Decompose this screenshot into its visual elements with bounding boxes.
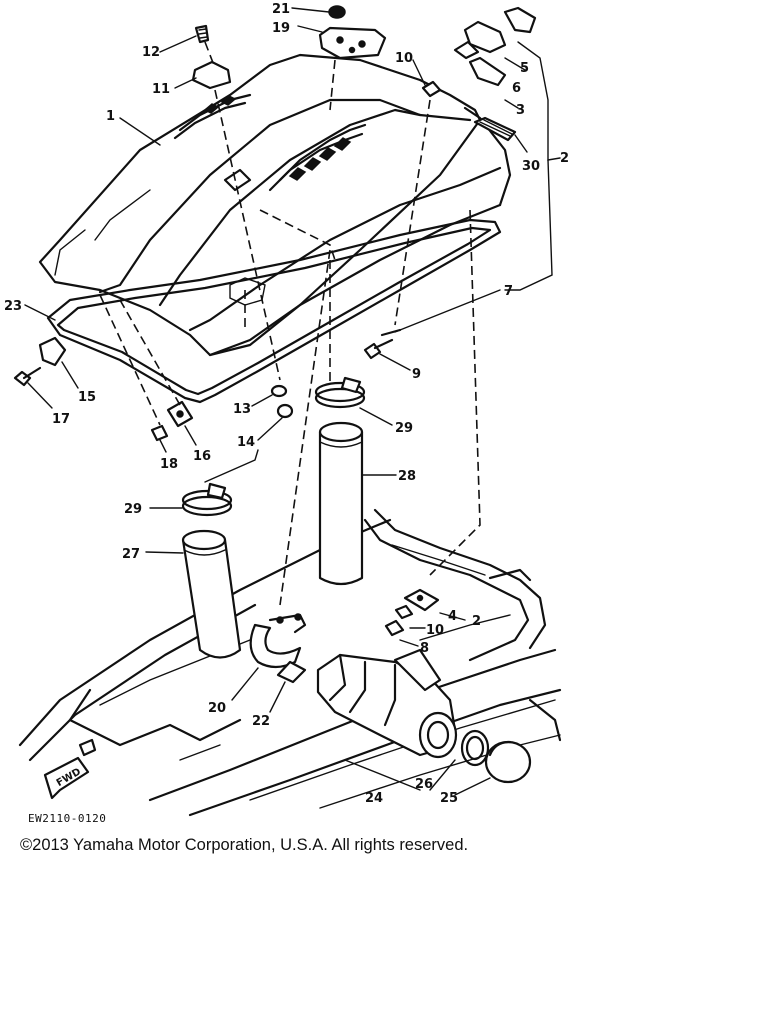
callout-24: 24 [365,791,383,806]
fwd-arrow: FWD [43,738,97,800]
duct-28 [318,421,364,586]
callout-6: 6 [512,81,521,96]
callout-15: 15 [78,390,96,405]
nut-10 [421,80,442,98]
leader-lines [24,7,561,796]
callout-12: 12 [142,45,160,60]
cap-25 [484,740,532,784]
engine-cover [38,53,512,357]
callout-2b: 2 [472,614,481,629]
exploded-view-drawing: FWD [4,2,569,825]
callout-23: 23 [4,299,22,314]
drawing-code: EW2110-0120 [28,812,106,825]
clamp-29-upper [314,376,366,409]
callout-17: 17 [52,412,70,427]
cap-21 [328,5,346,19]
plate-4-8-10 [384,588,440,637]
bolt-7-9 [363,328,402,360]
callout-22: 22 [252,714,270,729]
strip-30 [473,116,517,142]
washer-13-14 [270,384,294,419]
callout-3: 3 [516,103,525,118]
callout-18: 18 [160,457,178,472]
callout-labels: 1 2 2 3 4 5 6 7 8 9 10 10 11 12 13 14 15… [4,2,569,806]
callout-26: 26 [415,777,433,792]
bracket-20 [249,613,307,669]
callout-14: 14 [237,435,255,450]
callout-9: 9 [412,367,421,382]
vent-cover-19 [318,26,387,60]
callout-20: 20 [208,701,226,716]
callout-13: 13 [233,402,251,417]
callout-1: 1 [106,109,115,124]
latch-15-17 [13,336,67,387]
callout-27: 27 [122,547,140,562]
callout-5: 5 [520,61,529,76]
callout-10: 10 [395,51,413,66]
callout-2: 2 [560,151,569,166]
silencer-24 [316,648,458,759]
ring-26 [460,729,490,767]
callout-21: 21 [272,2,290,17]
callout-29: 29 [395,421,413,436]
callout-11: 11 [152,82,170,97]
plate-16-18 [150,400,194,442]
callout-30: 30 [522,159,540,174]
callout-19: 19 [272,21,290,36]
dashed-assembly-lines [99,41,481,606]
callout-25: 25 [440,791,458,806]
copyright-notice: ©2013 Yamaha Motor Corporation, U.S.A. A… [20,836,469,854]
screw-12 [194,24,210,44]
clamp-29-lower [181,482,233,517]
callout-29b: 29 [124,502,142,517]
bracket-11 [191,60,232,90]
callout-4: 4 [448,609,457,624]
callout-7: 7 [504,284,513,299]
duct-27 [181,529,242,659]
callout-10b: 10 [426,623,444,638]
cover-seal [46,218,502,404]
hinge-5-6 [453,6,537,87]
callout-28: 28 [398,469,416,484]
callout-8: 8 [420,641,429,656]
pad-22 [276,660,307,684]
callout-16: 16 [193,449,211,464]
